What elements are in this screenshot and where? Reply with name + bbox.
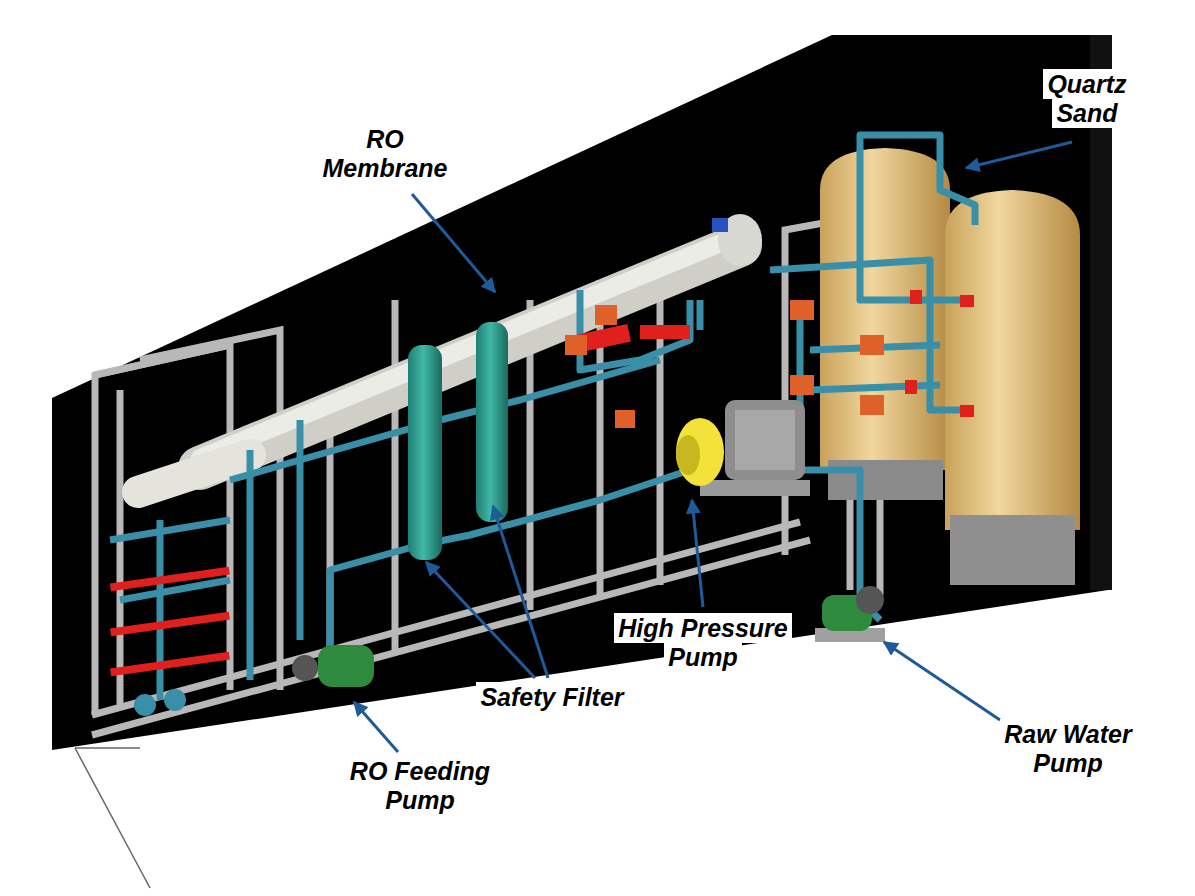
pipework	[110, 135, 975, 700]
label-text: RO Feeding Pump	[346, 756, 494, 815]
high-pressure-pump	[676, 400, 810, 496]
ro-membrane-highlight	[200, 235, 740, 458]
valve	[110, 290, 974, 676]
leader-arrow	[354, 142, 1072, 752]
ro-membrane-vessel	[138, 455, 250, 492]
raw-water-pump	[815, 586, 885, 642]
container-edge	[75, 748, 150, 888]
actuator	[565, 300, 884, 428]
ro-membrane-vessel	[200, 245, 740, 468]
container-wall	[52, 35, 1108, 750]
part-label: Raw Water Pump	[983, 720, 1153, 778]
container-edge	[75, 747, 140, 749]
safety-filter	[408, 322, 508, 560]
valve	[712, 218, 728, 232]
label-text: Quartz Sand	[1043, 69, 1130, 128]
part-label: RO Membrane	[310, 125, 460, 183]
part-label: High Pressure Pump	[603, 614, 803, 672]
part-label: Safety Filter	[452, 683, 652, 712]
label-text: RO Membrane	[318, 124, 451, 183]
part-label: RO Feeding Pump	[335, 757, 505, 815]
ro-feeding-pump	[134, 645, 374, 716]
label-text: Raw Water Pump	[1000, 719, 1135, 778]
label-text: High Pressure Pump	[614, 613, 792, 672]
part-label: Quartz Sand	[1027, 70, 1147, 128]
label-text: Safety Filter	[476, 682, 627, 712]
